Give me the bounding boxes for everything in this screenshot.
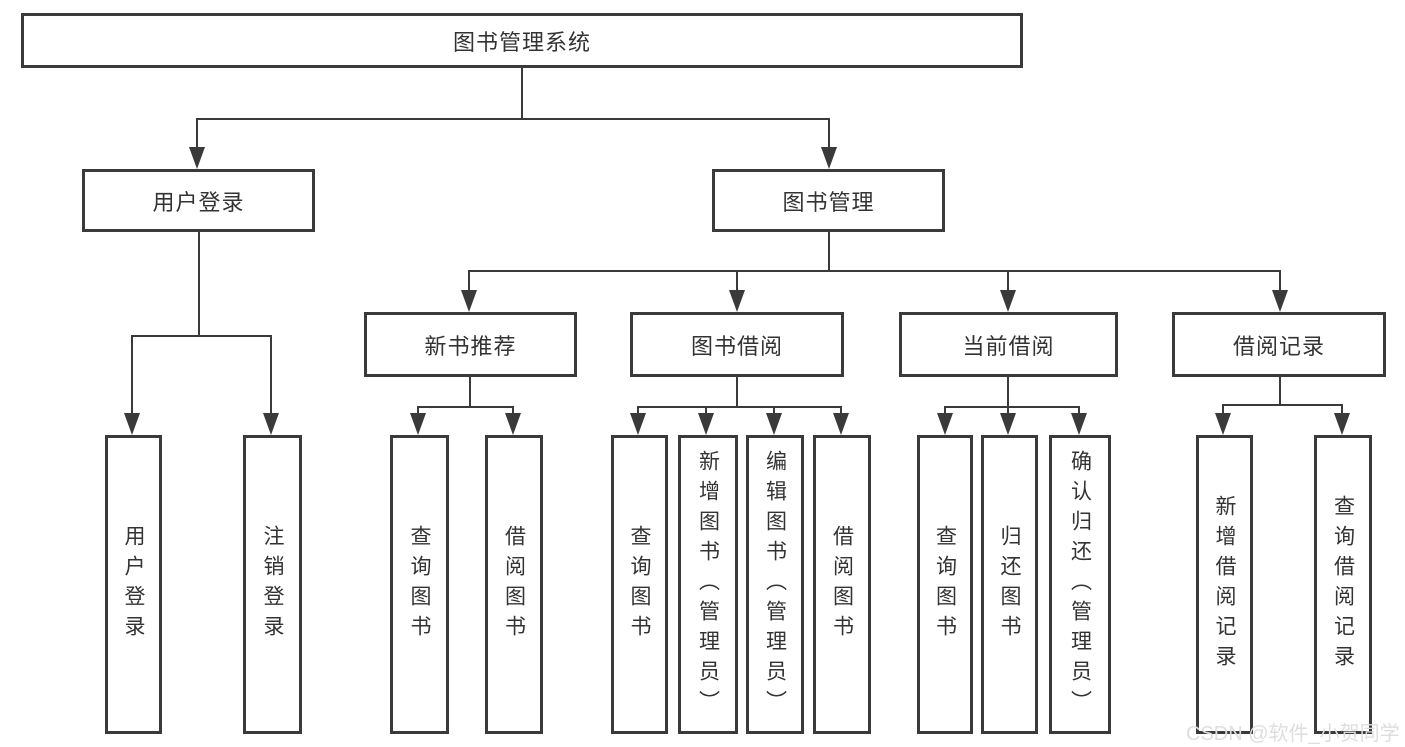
arrowhead-to-book-management — [821, 118, 837, 169]
leaf-label: 查询借阅记录 — [1331, 494, 1355, 675]
leaf-label: 注销登录 — [261, 524, 284, 645]
arrowhead-to-leaf-add-book — [698, 406, 714, 435]
connector-borrow-records-stem — [1279, 377, 1281, 404]
arrowhead-to-leaf-confirm-return — [1071, 406, 1087, 435]
arrowhead-to-leaf-return-book — [1000, 406, 1016, 435]
leaf-borrow-book-a: 借阅图书 — [485, 435, 543, 734]
connector-book-management-stem — [828, 232, 830, 272]
node-label: 借阅记录 — [1232, 333, 1325, 359]
leaf-logout: 注销登录 — [243, 435, 302, 734]
connector-book-borrow-branch — [637, 406, 842, 408]
arrowhead-to-leaf-user-login — [124, 335, 140, 435]
leaf-confirm-return-admin: 确认归还（管理员） — [1049, 435, 1111, 734]
arrowhead-to-leaf-query-book-b — [630, 406, 646, 435]
leaf-label: 归还图书 — [998, 524, 1021, 645]
leaf-query-book-a: 查询图书 — [390, 435, 449, 734]
arrowhead-to-leaf-query-book-c — [937, 406, 953, 435]
leaf-label: 借阅图书 — [830, 524, 854, 645]
leaf-label: 新增借阅记录 — [1213, 494, 1236, 675]
leaf-user-login: 用户登录 — [105, 435, 162, 734]
connector-new-book-recommend-stem — [469, 377, 471, 406]
node-user-login: 用户登录 — [82, 169, 315, 232]
leaf-query-borrow-record: 查询借阅记录 — [1314, 435, 1372, 734]
leaf-label: 新增图书（管理员） — [696, 449, 720, 720]
leaf-query-book-b: 查询图书 — [611, 435, 668, 734]
connector-new-book-recommend-branch — [417, 406, 514, 408]
node-label: 当前借阅 — [962, 333, 1055, 359]
node-borrow-records: 借阅记录 — [1172, 312, 1386, 377]
node-new-book-recommend: 新书推荐 — [364, 312, 577, 377]
node-current-borrow: 当前借阅 — [899, 312, 1118, 377]
arrowhead-to-leaf-borrow-book-a — [505, 406, 521, 435]
node-label: 用户登录 — [152, 189, 245, 215]
leaf-label: 查询图书 — [628, 524, 651, 645]
leaf-label: 用户登录 — [122, 524, 145, 645]
connector-current-borrow-branch — [944, 406, 1080, 408]
arrowhead-to-leaf-edit-book — [766, 406, 782, 435]
arrowhead-to-book-borrow — [729, 270, 745, 312]
node-book-borrow: 图书借阅 — [630, 312, 844, 377]
leaf-label: 确认归还（管理员） — [1068, 449, 1092, 720]
connector-user-login-branch — [132, 335, 272, 337]
connector-level2-branch — [469, 270, 1281, 272]
connector-borrow-records-branch — [1222, 404, 1343, 406]
csdn-watermark: CSDN @软件_小贺同学 — [1186, 723, 1400, 745]
connector-user-login-stem — [198, 232, 200, 335]
arrowhead-to-borrow-records — [1272, 270, 1288, 312]
node-library-management-system: 图书管理系统 — [21, 13, 1023, 68]
leaf-add-book-admin: 新增图书（管理员） — [678, 435, 738, 734]
arrowhead-to-leaf-borrow-book-b — [833, 406, 849, 435]
connector-book-borrow-stem — [736, 377, 738, 406]
arrowhead-to-new-book-recommend — [461, 270, 477, 312]
arrowhead-to-leaf-logout — [263, 335, 279, 435]
connector-current-borrow-stem — [1007, 377, 1009, 406]
connector-root-stem — [521, 68, 523, 118]
leaf-label: 编辑图书（管理员） — [763, 449, 787, 720]
leaf-add-borrow-record: 新增借阅记录 — [1196, 435, 1253, 734]
leaf-return-book: 归还图书 — [981, 435, 1038, 734]
leaf-label: 借阅图书 — [502, 524, 526, 645]
arrowhead-to-leaf-add-borrow-record — [1215, 404, 1231, 435]
node-label: 图书管理 — [782, 189, 875, 215]
arrowhead-to-current-borrow — [1000, 270, 1016, 312]
connector-level1-branch — [197, 118, 830, 120]
arrowhead-to-leaf-query-book-a — [410, 406, 426, 435]
node-label: 图书管理系统 — [452, 29, 591, 55]
arrowhead-to-leaf-query-borrow-record — [1334, 404, 1350, 435]
leaf-query-book-c: 查询图书 — [917, 435, 973, 734]
node-label: 新书推荐 — [424, 333, 517, 359]
arrowhead-to-user-login — [189, 118, 205, 169]
leaf-borrow-book-b: 借阅图书 — [813, 435, 871, 734]
leaf-label: 查询图书 — [933, 524, 957, 645]
leaf-label: 查询图书 — [408, 524, 431, 645]
node-label: 图书借阅 — [690, 333, 783, 359]
leaf-edit-book-admin: 编辑图书（管理员） — [746, 435, 804, 734]
node-book-management: 图书管理 — [712, 169, 945, 232]
